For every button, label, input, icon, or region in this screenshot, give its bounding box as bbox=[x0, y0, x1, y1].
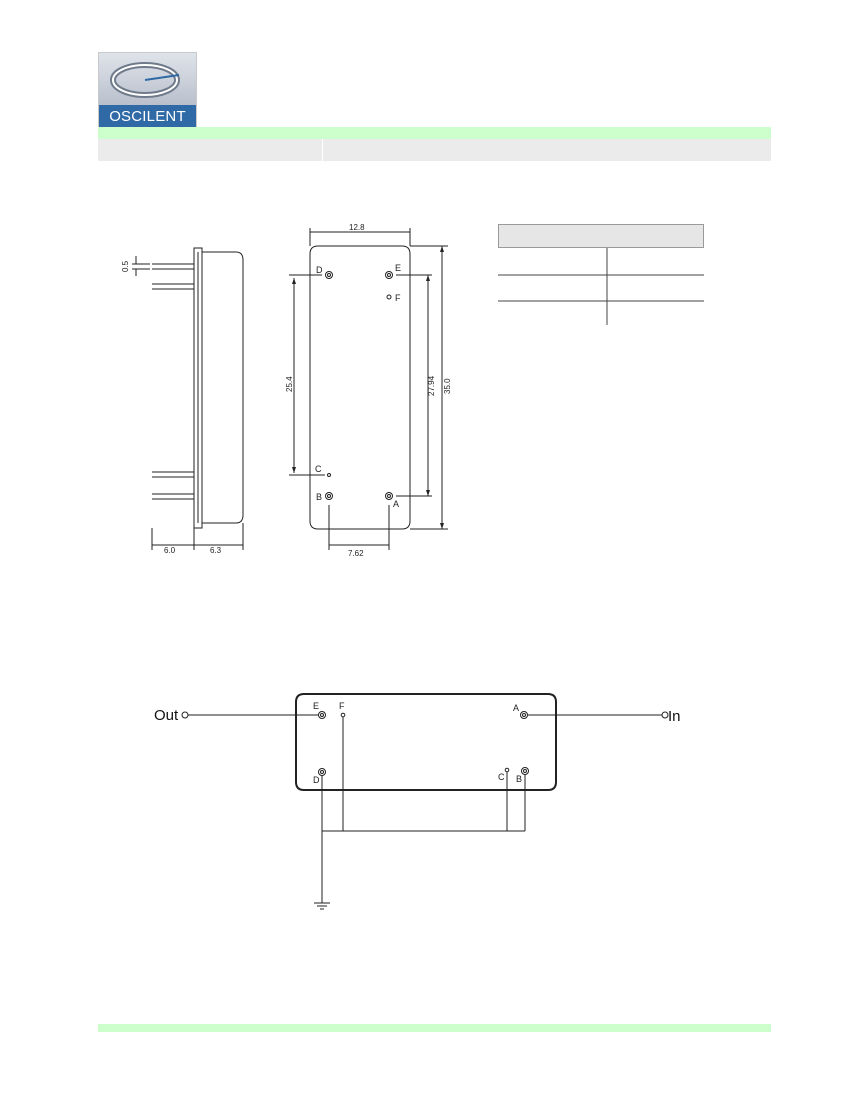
logo-swoosh-icon bbox=[110, 62, 180, 98]
header-grey-band bbox=[98, 139, 771, 161]
schematic-pin-a: A bbox=[513, 703, 519, 713]
schematic-pin-e: E bbox=[313, 701, 319, 711]
dimension-arrowheads bbox=[292, 246, 444, 529]
dim-lead-length: 6.0 bbox=[164, 546, 176, 555]
schematic bbox=[181, 693, 669, 910]
pin-label-c: C bbox=[315, 464, 322, 474]
pin-label-e: E bbox=[395, 263, 401, 273]
oscilent-logo: OSCILENT bbox=[98, 52, 197, 129]
top-view bbox=[289, 228, 448, 550]
dim-pin-spacing-horizontal: 7.62 bbox=[348, 549, 364, 558]
logo-emblem bbox=[99, 53, 196, 105]
side-view bbox=[132, 247, 244, 550]
pin-label-d: D bbox=[316, 265, 323, 275]
header-band-divider bbox=[322, 139, 323, 161]
schematic-pin-b: B bbox=[516, 774, 522, 784]
schematic-in-label: In bbox=[668, 708, 681, 725]
schematic-pin-f: F bbox=[339, 701, 345, 711]
spec-table-lines bbox=[498, 248, 704, 325]
spec-table-header bbox=[498, 224, 704, 248]
dim-lead-offset: 0.5 bbox=[121, 260, 130, 272]
pin-label-b: B bbox=[316, 492, 322, 502]
dim-width-top: 12.8 bbox=[349, 223, 365, 232]
schematic-out-label: Out bbox=[154, 707, 179, 724]
pin-label-a: A bbox=[393, 499, 399, 509]
top-view-pins bbox=[325, 271, 393, 500]
logo-text: OSCILENT bbox=[99, 105, 196, 128]
pin-label-f: F bbox=[395, 293, 401, 303]
header-green-band bbox=[98, 127, 771, 139]
footer-green-band bbox=[98, 1024, 771, 1032]
schematic-pin-c: C bbox=[498, 772, 505, 782]
dim-pin-spacing-vertical: 25.4 bbox=[285, 376, 294, 392]
dim-pin-spacing-long: 27.94 bbox=[427, 375, 436, 396]
schematic-pin-d: D bbox=[313, 775, 320, 785]
dim-body-length: 35.0 bbox=[443, 378, 452, 394]
dim-body-height: 6.3 bbox=[210, 546, 222, 555]
